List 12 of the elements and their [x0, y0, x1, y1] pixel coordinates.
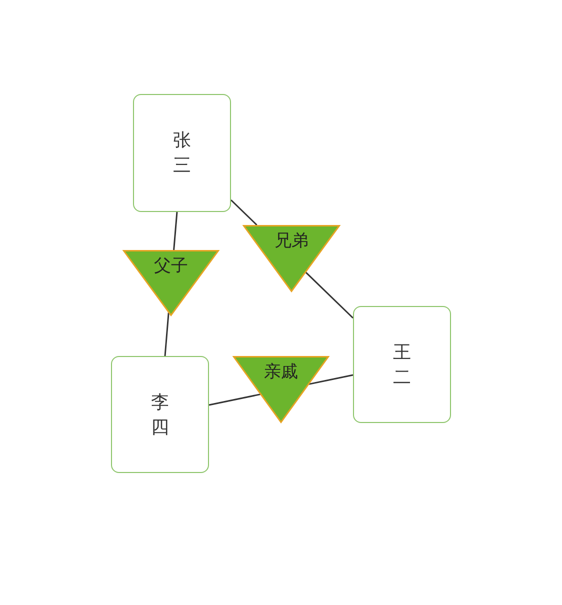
connector-line	[164, 312, 170, 356]
connector-line	[308, 374, 354, 385]
relation-label: 父子	[154, 255, 188, 278]
person-box: 李四	[111, 356, 209, 473]
connector-line	[208, 394, 261, 406]
connector-line	[305, 272, 354, 319]
relation-label: 亲戚	[264, 361, 298, 384]
connector-line	[173, 212, 178, 250]
connector-line	[230, 199, 258, 226]
person-box: 张三	[133, 94, 231, 212]
person-box: 王二	[353, 306, 451, 423]
relation-label: 兄弟	[274, 230, 308, 253]
